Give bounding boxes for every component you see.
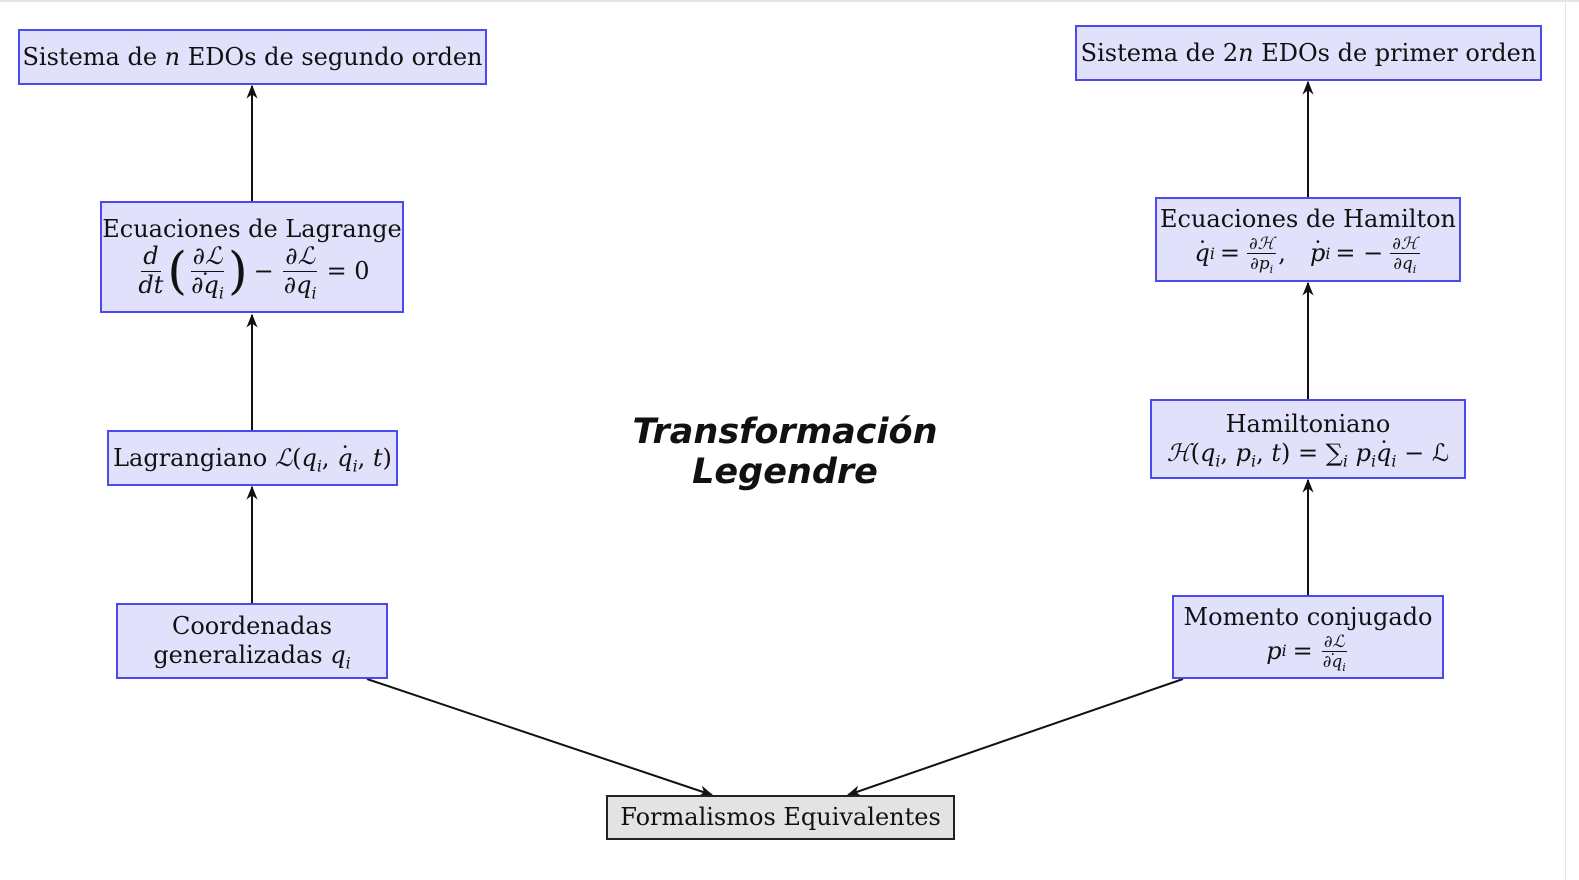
dL-dqdot-fraction: ∂ℒ ∂qi (189, 243, 226, 301)
node-hamiltoniano: Hamiltoniano ℋ(qi, pi, t) = ∑i piqi − ℒ (1150, 399, 1466, 479)
node-coordenadas-generalizadas: Coordenadas generalizadas qi (116, 603, 388, 679)
lagrangiano-label: Lagrangiano (113, 443, 275, 472)
dH-dq-fraction: ∂ℋ ∂qi (1390, 233, 1420, 277)
sistema-2n-text-before: Sistema de 2 (1080, 38, 1239, 67)
right-border-line (1565, 0, 1566, 880)
top-border-line (0, 0, 1579, 2)
ecuaciones-lagrange-label: Ecuaciones de Lagrange (102, 214, 402, 243)
coordenadas-line2: generalizadas (153, 641, 331, 669)
sistema-n-var: n (164, 42, 181, 71)
node-ecuaciones-hamilton: Ecuaciones de Hamilton qi = ∂ℋ ∂pi , pi … (1155, 197, 1461, 282)
node-sistema-n-edos: Sistema de n EDOs de segundo orden (18, 29, 487, 85)
node-formalismos-equivalentes: Formalismos Equivalentes (606, 795, 955, 840)
node-ecuaciones-lagrange: Ecuaciones de Lagrange d dt ( ∂ℒ ∂qi ) −… (100, 201, 404, 313)
hamiltoniano-equation: ℋ(qi, pi, t) = ∑i piqi − ℒ (1167, 439, 1449, 469)
hamilton-equations: qi = ∂ℋ ∂pi , pi = − ∂ℋ ∂qi (1194, 233, 1421, 277)
diagram-title: Transformación Legendre (632, 412, 938, 492)
dL-dq-fraction: ∂ℒ ∂qi (283, 242, 317, 303)
dH-dp-fraction: ∂ℋ ∂pi (1247, 233, 1277, 277)
ecuaciones-hamilton-label: Ecuaciones de Hamilton (1160, 205, 1456, 234)
coordenadas-line1: Coordenadas (171, 612, 333, 641)
sistema-2n-var: n (1238, 38, 1254, 67)
momento-equation: pi = ∂ℒ ∂qi (1266, 631, 1350, 673)
sistema-n-text-before: Sistema de (22, 42, 165, 71)
node-sistema-2n-edos: Sistema de 2n EDOs de primer orden (1075, 25, 1542, 81)
node-momento-conjugado: Momento conjugado pi = ∂ℒ ∂qi (1172, 595, 1444, 679)
momento-conjugado-label: Momento conjugado (1183, 602, 1433, 631)
dL-dqdot-small-fraction: ∂ℒ ∂qi (1321, 631, 1348, 673)
lagrange-equation: d dt ( ∂ℒ ∂qi ) − ∂ℒ ∂qi = 0 (134, 242, 369, 303)
d-dt-fraction: d dt (138, 242, 164, 299)
node-lagrangiano: Lagrangiano ℒ(qi, qi, t) (107, 430, 398, 486)
hamiltoniano-label: Hamiltoniano (1225, 410, 1391, 439)
arrow-coordenadas-to-formalismos (366, 678, 714, 797)
arrow-momento-to-formalismos (846, 678, 1184, 797)
sistema-2n-text-after: EDOs de primer orden (1253, 38, 1537, 67)
formalismos-label: Formalismos Equivalentes (620, 803, 941, 832)
sistema-n-text-after: EDOs de segundo orden (180, 42, 483, 71)
